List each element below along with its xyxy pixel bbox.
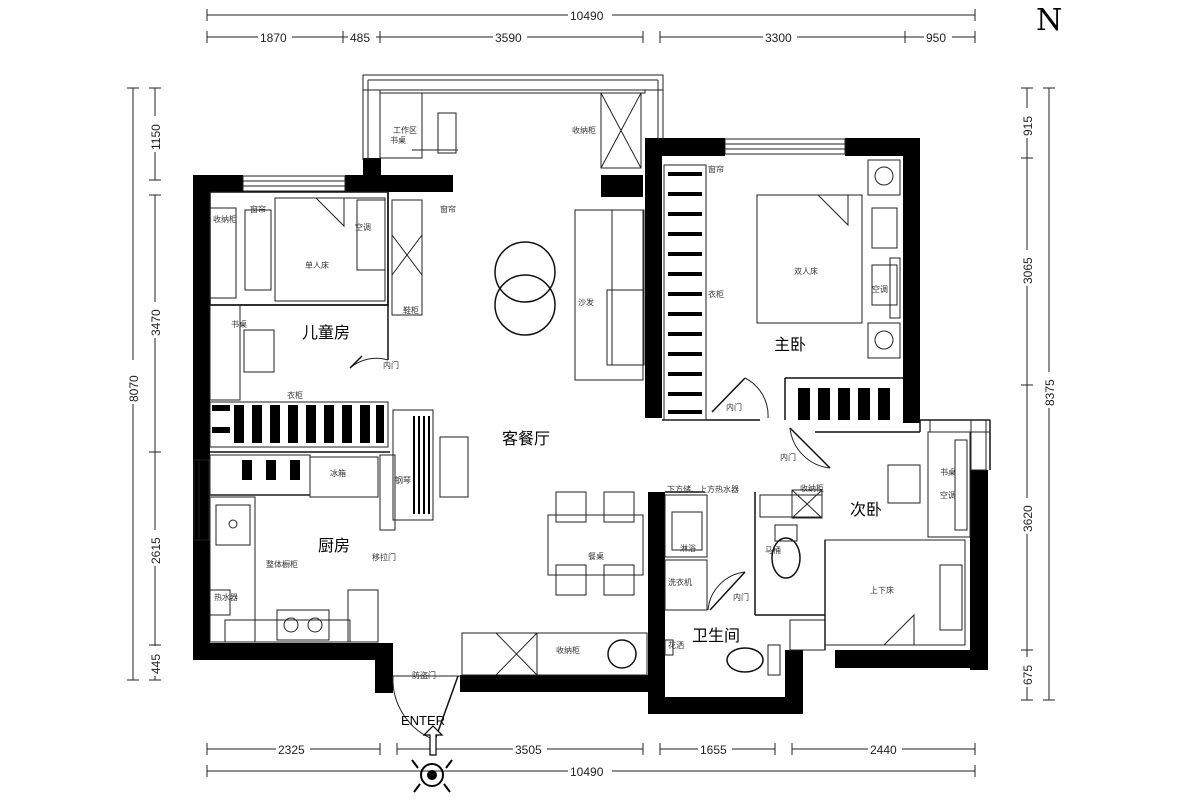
right-total-dim: 8375 xyxy=(1043,379,1057,406)
label-ac-master: 空调 xyxy=(872,284,888,294)
label-single-bed: 单人床 xyxy=(305,260,329,270)
piano-keys xyxy=(413,416,430,514)
right-dim-1: 915 xyxy=(1021,116,1035,136)
label-desk-second: 书桌 xyxy=(940,467,956,477)
right-dim-4: 675 xyxy=(1021,665,1035,685)
top-total-dim: 10490 xyxy=(570,9,604,23)
room-kids: 儿童房 xyxy=(302,323,350,342)
label-inner-door-kids: 内门 xyxy=(383,360,399,370)
kitchen-furniture xyxy=(209,454,379,643)
label-wash-area: 下方储、上方热水器 xyxy=(667,484,739,494)
top-dim-5: 950 xyxy=(926,31,946,45)
label-flower-stand: 花洒 xyxy=(668,640,684,650)
label-inner-door-second: 内门 xyxy=(780,452,796,462)
kitchen-tiles xyxy=(242,460,300,480)
room-living-dining: 客餐厅 xyxy=(502,429,550,448)
right-dim-2: 3065 xyxy=(1021,257,1035,284)
kids-furniture xyxy=(209,197,423,448)
label-desk: 书桌 xyxy=(390,135,406,145)
left-total-dim: 8070 xyxy=(127,375,141,402)
door-arc-bath xyxy=(707,571,746,611)
room-master: 主卧 xyxy=(774,335,806,354)
label-ac-second: 空调 xyxy=(940,490,956,500)
label-work-area: 工作区 xyxy=(393,125,417,135)
label-piano: 钢琴 xyxy=(395,475,411,485)
master-furniture xyxy=(756,159,901,359)
label-curtain-kids: 窗帘 xyxy=(250,204,266,214)
label-inner-door-master: 内门 xyxy=(726,402,742,412)
label-cabinet-kitchen: 整体橱柜 xyxy=(266,559,298,569)
bottom-dim-3: 1655 xyxy=(700,743,727,757)
master-wardrobe xyxy=(663,164,707,421)
exterior-walls xyxy=(193,138,988,714)
label-storage-cabinet: 收纳柜 xyxy=(572,125,596,135)
left-dim-4: 445 xyxy=(149,654,163,674)
living-furniture xyxy=(379,209,648,676)
label-sliding-door: 移拉门 xyxy=(372,552,396,562)
label-security-door: 防盗门 xyxy=(412,670,436,680)
windows xyxy=(193,138,991,541)
right-dim-3: 3620 xyxy=(1021,505,1035,532)
bottom-dim-4: 2440 xyxy=(870,743,897,757)
enter-label: ENTER xyxy=(401,713,445,728)
label-bunk-bed: 上下床 xyxy=(870,585,894,595)
label-shoe-cabinet: 鞋柜 xyxy=(403,305,419,315)
entry-arrow-icon xyxy=(422,725,444,756)
label-dining-table: 餐桌 xyxy=(588,551,604,561)
bathroom-fixtures xyxy=(664,494,826,676)
label-water-heater: 热水器 xyxy=(214,592,238,602)
label-ac-kids: 空调 xyxy=(355,222,371,232)
top-dim-4: 3300 xyxy=(765,31,792,45)
work-area xyxy=(379,92,642,169)
second-furniture xyxy=(791,431,971,646)
label-shower: 淋浴 xyxy=(680,543,696,553)
label-storage-entry: 收纳柜 xyxy=(556,645,580,655)
bottom-dim-1: 2325 xyxy=(278,743,305,757)
label-toilet: 马桶 xyxy=(765,545,781,555)
room-bathroom: 卫生间 xyxy=(692,626,740,645)
left-dim-3: 2615 xyxy=(149,537,163,564)
bottom-total-dim: 10490 xyxy=(570,765,604,779)
room-kitchen: 厨房 xyxy=(318,536,350,555)
label-curtain-box: 窗帘 xyxy=(440,204,456,214)
top-dim-1: 1870 xyxy=(260,31,287,45)
wardrobe-kids-slats xyxy=(212,405,384,443)
label-wardrobe-master: 衣柜 xyxy=(708,289,724,299)
balcony xyxy=(362,74,664,160)
door-arc-second xyxy=(789,427,831,469)
second-wardrobe-slats xyxy=(798,388,890,420)
person-icon xyxy=(411,759,453,793)
door-arc-master xyxy=(744,377,769,419)
label-curtain-master: 窗帘 xyxy=(708,164,724,174)
top-dim-2: 485 xyxy=(350,31,370,45)
label-desk-kids: 书桌 xyxy=(231,319,247,329)
bottom-dim-2: 3505 xyxy=(515,743,542,757)
master-wardrobe-slats xyxy=(668,172,702,414)
label-fridge: 冰箱 xyxy=(330,468,346,478)
label-wardrobe-kids: 衣柜 xyxy=(287,390,303,400)
room-second: 次卧 xyxy=(850,500,882,519)
label-double-bed: 双人床 xyxy=(794,266,818,276)
label-sofa: 沙发 xyxy=(578,297,594,307)
label-inner-door-bath: 内门 xyxy=(733,592,749,602)
entry-door xyxy=(392,675,460,741)
label-storage-second: 收纳柜 xyxy=(800,483,824,493)
top-dim-3: 3590 xyxy=(495,31,522,45)
left-dim-1: 1150 xyxy=(149,124,163,150)
label-storage-kids: 收纳柜 xyxy=(213,214,237,224)
label-washing: 洗衣机 xyxy=(668,577,692,587)
north-indicator: N xyxy=(1036,3,1062,38)
left-dim-2: 3470 xyxy=(149,309,163,336)
